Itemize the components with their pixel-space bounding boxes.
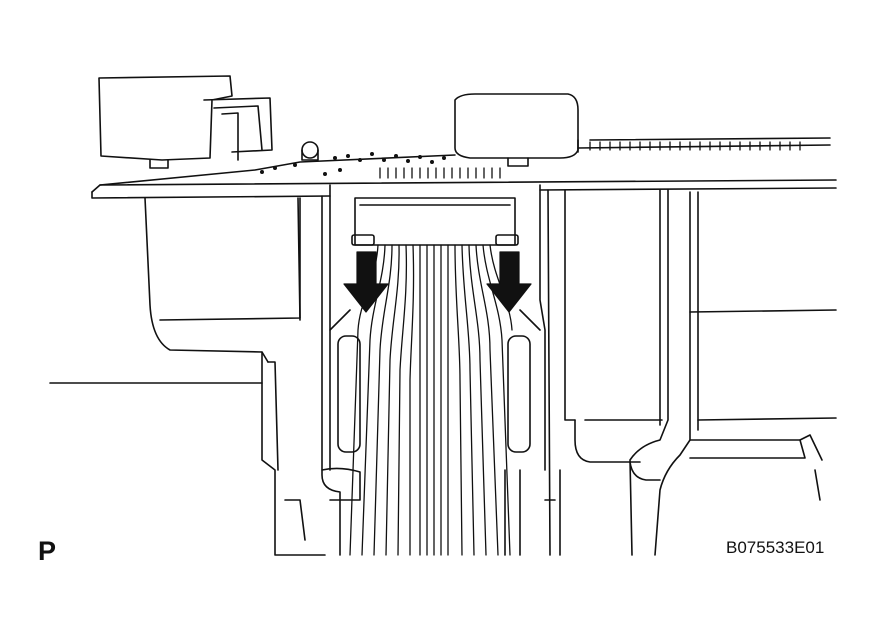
left-top-connector [98, 75, 273, 169]
figure-code: B075533E01 [726, 538, 825, 557]
connector-socket [321, 184, 551, 556]
right-top-component [454, 93, 579, 167]
view-label: P [38, 536, 57, 566]
board-component-dots [260, 152, 446, 176]
circuit-board [91, 137, 837, 199]
down-arrow-left [343, 251, 389, 313]
board-edge-teeth [379, 141, 801, 179]
left-housing [49, 197, 326, 556]
right-frame [544, 189, 837, 556]
down-arrow-right [486, 251, 532, 313]
